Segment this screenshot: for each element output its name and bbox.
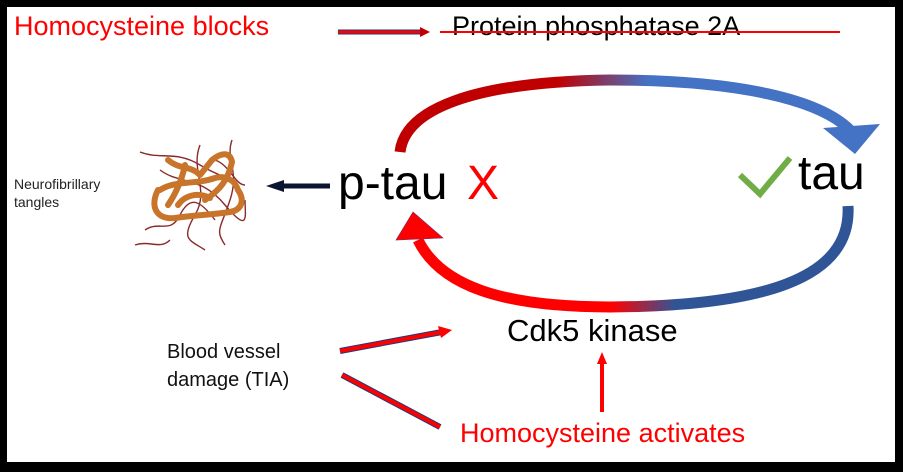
top-arc-arrow xyxy=(394,74,880,154)
top-arc-arrowhead xyxy=(823,124,880,154)
homocysteine-blocks-label: Homocysteine blocks xyxy=(14,11,270,41)
diagram: Homocysteine blocks Protein phosphatase … xyxy=(7,7,895,462)
nft-line-2: tangles xyxy=(14,194,60,210)
homocysteine-activates-label: Homocysteine activates xyxy=(460,418,746,448)
blocks-arrow xyxy=(338,27,430,37)
tau-label: tau xyxy=(798,147,865,200)
vessel-to-cdk5-arrow xyxy=(339,326,452,354)
activates-to-cdk5-arrow xyxy=(597,352,607,412)
ptau-to-tangles-arrow xyxy=(266,180,330,192)
activates-to-vessel-arrow xyxy=(340,372,442,430)
ptau-label: p-tau xyxy=(338,157,448,210)
bvd-line-2: damage (TIA) xyxy=(167,369,290,391)
diagram-arrows xyxy=(134,27,880,430)
neurofibrillary-tangles-label: Neurofibrillary tangles xyxy=(14,175,100,211)
blood-vessel-damage-label: Blood vessel damage (TIA) xyxy=(167,338,289,394)
bottom-arc-arrow xyxy=(395,205,854,313)
cross-icon: X xyxy=(467,157,500,210)
cdk5-kinase-label: Cdk5 kinase xyxy=(507,313,678,348)
diagram-panel: Homocysteine blocks Protein phosphatase … xyxy=(7,7,895,462)
pp2a-label: Protein phosphatase 2A xyxy=(452,11,741,41)
bottom-arc-arrowhead xyxy=(395,211,444,241)
neurofibrillary-tangle-icon xyxy=(134,139,247,251)
nft-line-1: Neurofibrillary xyxy=(14,176,101,192)
bvd-line-1: Blood vessel xyxy=(167,341,281,363)
arrowhead xyxy=(420,27,430,37)
pp2a-strikethrough xyxy=(440,31,840,33)
checkmark-icon xyxy=(737,156,793,199)
